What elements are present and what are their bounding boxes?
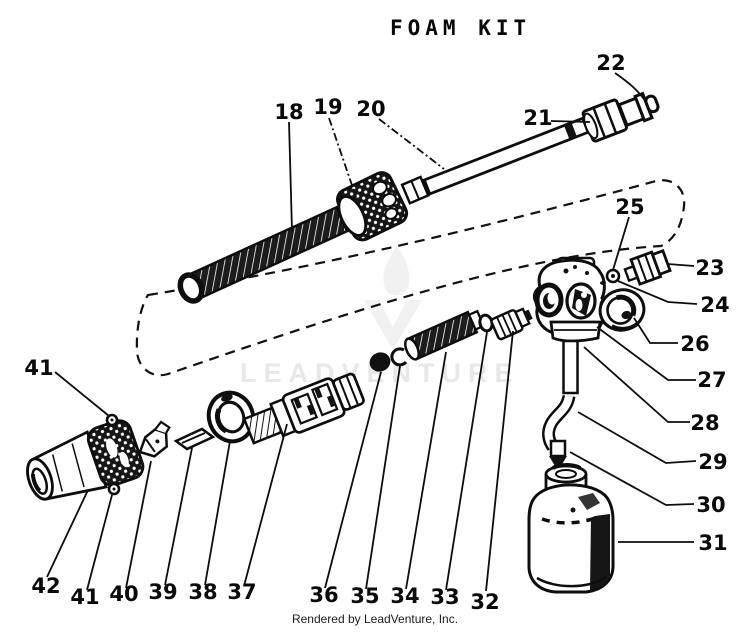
watermark-logo xyxy=(364,245,422,350)
callout-35: 35 xyxy=(350,584,380,608)
leader-37 xyxy=(243,423,288,587)
leader-35 xyxy=(365,365,401,590)
curved-tube-29 xyxy=(542,394,576,451)
callout-36: 36 xyxy=(309,583,339,607)
leader-33 xyxy=(445,331,488,591)
ring-nut-38 xyxy=(206,390,256,444)
cap-26 xyxy=(598,288,646,332)
callout-26: 26 xyxy=(680,332,710,356)
callout-38: 38 xyxy=(188,580,218,604)
blade-39 xyxy=(173,427,216,451)
leader-39 xyxy=(164,447,193,586)
leader-42 xyxy=(46,489,89,578)
callout-24: 24 xyxy=(700,293,730,317)
callout-41-upper: 41 xyxy=(24,356,54,380)
leader-34 xyxy=(405,351,447,590)
page-title: FOAM KIT xyxy=(390,16,532,40)
callout-31: 31 xyxy=(698,531,728,555)
leader-24 xyxy=(617,280,698,305)
coupler-collar xyxy=(400,175,430,205)
lance-tube-18 xyxy=(177,205,350,304)
dashed-outline xyxy=(135,179,686,377)
foam-bottle-31 xyxy=(527,463,615,594)
callout-29: 29 xyxy=(698,450,728,474)
leader-25 xyxy=(612,216,630,271)
leader-18 xyxy=(288,121,293,232)
tube-connector-30 xyxy=(549,439,567,471)
callout-22: 22 xyxy=(596,51,626,75)
mixer-tube-34 xyxy=(404,309,486,361)
fitting-21 xyxy=(581,98,628,143)
leader-lines xyxy=(46,72,698,592)
leader-38 xyxy=(204,440,231,586)
leader-32 xyxy=(485,330,514,592)
leader-36 xyxy=(324,371,382,589)
extension-tube-20 xyxy=(422,116,590,196)
callout-41-lower: 41 xyxy=(70,585,100,609)
end-cap-22 xyxy=(617,91,660,128)
ball-41-upper xyxy=(105,413,119,427)
valve-body-37 xyxy=(242,372,365,445)
callout-19: 19 xyxy=(313,95,343,119)
callout-42: 42 xyxy=(31,574,61,598)
callout-18: 18 xyxy=(274,100,304,124)
leader-22 xyxy=(614,72,647,103)
foam-head-27 xyxy=(532,256,608,343)
callout-30: 30 xyxy=(696,493,726,517)
callout-28: 28 xyxy=(690,411,720,435)
leader-41-lower xyxy=(86,494,113,591)
callout-39: 39 xyxy=(148,580,178,604)
callout-27: 27 xyxy=(697,368,727,392)
plug-23 xyxy=(623,248,672,286)
leader-41-upper xyxy=(54,371,110,417)
callout-37: 37 xyxy=(227,580,257,604)
leader-40 xyxy=(125,460,152,589)
leader-26 xyxy=(633,317,678,344)
suction-tube-28 xyxy=(562,339,579,395)
callout-21: 21 xyxy=(523,106,553,130)
inlet-fitting-32 xyxy=(490,307,533,341)
leader-19 xyxy=(328,117,357,198)
leader-20 xyxy=(378,118,445,170)
leader-27 xyxy=(596,326,696,381)
ball-41-lower xyxy=(107,482,121,496)
callout-20: 20 xyxy=(356,97,386,121)
callout-25: 25 xyxy=(615,195,645,219)
ball-36 xyxy=(369,352,391,372)
leader-21 xyxy=(550,120,591,123)
leader-28 xyxy=(583,346,690,423)
clip-40 xyxy=(138,420,171,458)
leader-30 xyxy=(569,451,695,506)
callout-33: 33 xyxy=(430,585,460,609)
callout-34: 34 xyxy=(390,584,420,608)
leader-29 xyxy=(577,411,697,464)
nozzle-42 xyxy=(26,419,145,501)
callout-32: 32 xyxy=(470,590,500,614)
callout-40: 40 xyxy=(109,582,139,606)
washer-35 xyxy=(390,347,408,367)
coupler-19 xyxy=(336,171,409,242)
footer-credit: Rendered by LeadVenture, Inc. xyxy=(291,612,459,626)
callout-23: 23 xyxy=(695,256,725,280)
leader-23 xyxy=(667,263,695,267)
